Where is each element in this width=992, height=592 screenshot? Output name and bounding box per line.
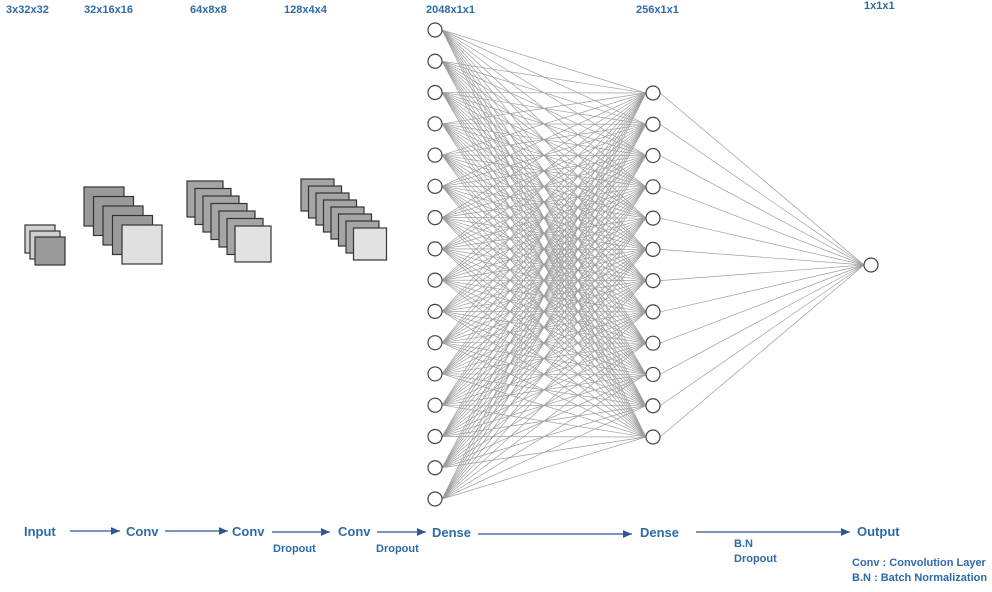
output-neuron: [863, 257, 879, 273]
connection-edge: [441, 436, 647, 500]
legend-bn: B.N : Batch Normalization: [852, 572, 988, 584]
dense2-neuron: [645, 179, 661, 195]
connection-edge: [441, 217, 647, 500]
connection-edge: [441, 124, 647, 500]
connection-edge: [441, 155, 647, 500]
connection-edge: [441, 92, 647, 312]
dense2-neuron: [645, 398, 661, 414]
note-bn: B.N: [734, 538, 753, 550]
connection-edge: [441, 92, 647, 406]
dense1-neuron: [427, 303, 443, 319]
input-image-stack: [24, 224, 66, 266]
connection-edge: [441, 92, 647, 343]
note-dropout-1: Dropout: [273, 543, 316, 555]
dense1-neuron: [427, 491, 443, 507]
conv3-feature-maps: [300, 178, 388, 261]
dim-output: 1x1x1: [864, 0, 895, 12]
dense2-neuron: [645, 366, 661, 383]
conv2-feature-maps: [186, 180, 272, 263]
dense1-neuron: [427, 366, 443, 382]
dense1-neuron: [427, 397, 443, 413]
dense1-neuron: [427, 460, 443, 476]
dim-dense2: 256x1x1: [636, 4, 679, 16]
step-output: Output: [857, 524, 900, 539]
dim-dense1: 2048x1x1: [426, 4, 475, 16]
connection-edge: [659, 264, 865, 407]
connection-edge: [659, 264, 865, 438]
connection-edge: [659, 186, 865, 266]
connection-edge: [441, 342, 647, 500]
connection-edge: [441, 60, 647, 94]
connection-edge: [441, 29, 647, 94]
dense1-neuron: [427, 116, 443, 132]
connection-edge: [441, 249, 647, 500]
connection-edge: [441, 374, 647, 500]
step-dense2: Dense: [640, 525, 680, 540]
connection-edge: [441, 92, 647, 468]
dense1-neuron: [427, 53, 443, 69]
connection-edge: [441, 92, 647, 156]
connection-edge: [441, 186, 647, 500]
connection-edge: [441, 92, 647, 187]
connection-edge: [659, 249, 865, 266]
connection-edge: [659, 264, 865, 313]
dense1-neuron: [427, 210, 443, 226]
dense2-neuron: [645, 85, 661, 101]
conv1-feature-maps: [83, 186, 163, 265]
note-dropout-2: Dropout: [376, 543, 419, 555]
step-conv2: Conv: [232, 524, 265, 539]
dense2-neuron: [645, 210, 661, 226]
connection-edge: [441, 92, 647, 125]
connection-edge: [659, 217, 865, 266]
dim-conv3: 128x4x4: [284, 4, 327, 16]
connection-edge: [441, 92, 647, 375]
dense1-neuron: [427, 272, 443, 288]
connection-edge: [659, 264, 865, 375]
connection-edge: [659, 92, 865, 266]
connection-edge: [659, 264, 865, 344]
step-conv1: Conv: [126, 524, 159, 539]
conv2-feature-maps-slice: [234, 225, 272, 263]
step-conv3: Conv: [338, 524, 371, 539]
dense2-neuron: [645, 116, 661, 132]
dense1-neuron: [427, 22, 443, 38]
dense2-neuron: [645, 241, 661, 257]
connection-edge: [441, 405, 647, 500]
dense2-neuron: [645, 147, 661, 164]
connection-edge: [659, 123, 865, 266]
input-image-stack-slice: [34, 236, 66, 266]
dense1-neuron: [427, 428, 443, 445]
connection-edge: [441, 311, 647, 500]
step-dense1: Dense: [432, 525, 472, 540]
connection-edge: [441, 92, 647, 500]
connection-edge: [441, 92, 647, 250]
dense2-neuron: [645, 304, 661, 320]
dense2-neuron: [645, 273, 661, 289]
dense1-neuron: [427, 84, 443, 101]
conv1-feature-maps-slice: [121, 224, 163, 265]
step-input: Input: [24, 524, 56, 539]
connection-edge: [659, 264, 865, 281]
legend-conv: Conv : Convolution Layer: [852, 557, 986, 569]
dense2-neuron: [645, 429, 661, 445]
dim-conv1: 32x16x16: [84, 4, 133, 16]
connection-edge: [659, 155, 865, 266]
connection-edge: [441, 92, 647, 218]
conv3-feature-maps-slice: [352, 227, 388, 261]
dim-input: 3x32x32: [6, 4, 49, 16]
connection-edge: [441, 92, 647, 437]
connection-edge: [441, 280, 647, 500]
dense1-neuron: [427, 241, 443, 257]
dense1-neuron: [427, 147, 443, 163]
dense1-neuron: [427, 335, 443, 351]
dim-conv2: 64x8x8: [190, 4, 227, 16]
note-dropout-3: Dropout: [734, 553, 777, 565]
dense1-neuron: [427, 178, 443, 194]
connection-edge: [441, 92, 647, 281]
dense2-neuron: [645, 335, 661, 351]
